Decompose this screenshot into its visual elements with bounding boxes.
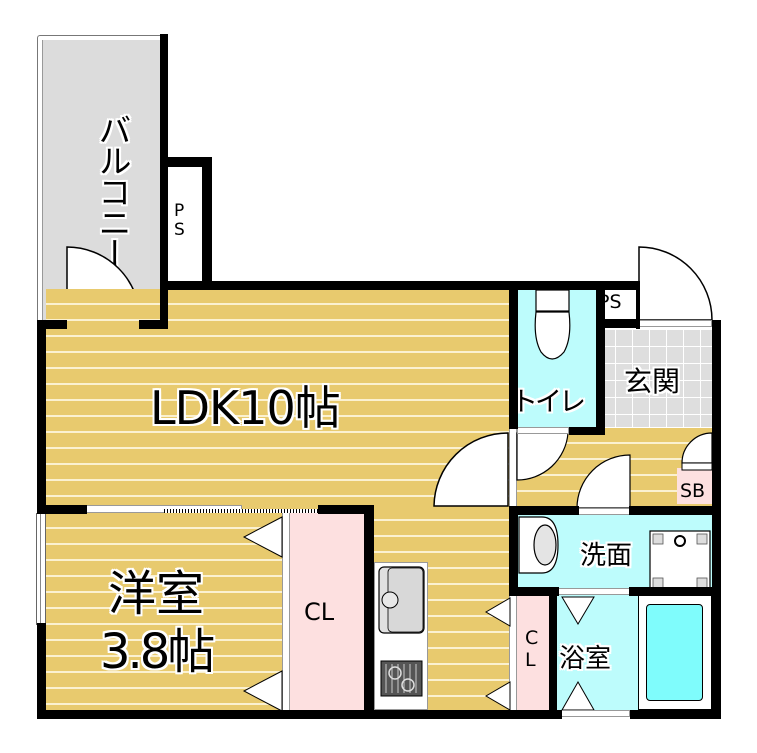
closet-small-area: [517, 594, 549, 710]
ldk-floor: [46, 289, 511, 509]
washroom-door-opening[interactable]: [578, 508, 630, 515]
wall: [712, 320, 721, 719]
wall: [630, 710, 720, 719]
sink-icon: [378, 566, 425, 634]
wall: [636, 281, 640, 329]
entrance-tile: [598, 329, 712, 427]
wall: [37, 320, 46, 514]
washbasin-icon: [518, 516, 559, 574]
kitchen-door-triangles: [482, 596, 512, 712]
toilet-label: トイレ: [511, 387, 586, 418]
wall: [509, 506, 579, 515]
washing-machine-icon: [649, 530, 711, 592]
closet-small-label: CL: [525, 627, 539, 671]
closet-small-door-triangles: [485, 597, 511, 711]
ps-top-area: [168, 165, 206, 281]
washroom-door-swing: [576, 454, 631, 509]
toilet-icon: [534, 289, 571, 360]
closet-main-area: [290, 513, 364, 713]
shoe-box-label: SB: [680, 480, 706, 502]
stove-icon: [380, 660, 423, 697]
balcony-label: バルコニー: [93, 113, 132, 268]
western-room-label-line1: 洋室: [108, 566, 205, 622]
balcony-outline: [37, 35, 165, 323]
bathroom-door-opening-bottom[interactable]: [558, 710, 630, 717]
wall: [509, 281, 518, 429]
western-room-label-line2: 3.8帖: [100, 624, 215, 680]
wall: [364, 505, 374, 719]
window-center-line: [40, 513, 41, 625]
bathtub-icon: [646, 604, 703, 701]
closet-main-door-triangles: [242, 516, 283, 712]
wall: [37, 320, 67, 329]
wall: [160, 34, 168, 326]
entry-door-swing: [638, 246, 713, 321]
toilet-door-opening[interactable]: [517, 427, 569, 434]
closet-main-label: CL: [304, 598, 335, 626]
western-room-window: [36, 513, 46, 625]
bathroom-area: [556, 594, 638, 710]
wall: [509, 506, 518, 596]
wall: [139, 320, 168, 329]
ps-top-label: PS: [174, 201, 185, 240]
bathroom-door-opening-top[interactable]: [558, 588, 630, 595]
entry-door-opening[interactable]: [638, 320, 712, 327]
shoe-box-door-swing: [681, 432, 713, 471]
ps-top-wall-right: [202, 157, 212, 285]
washroom-label: 洗面: [580, 541, 633, 571]
bathroom-door-triangles: [561, 596, 595, 711]
balcony-rail-line: [42, 40, 43, 322]
wall: [598, 319, 640, 328]
wall: [160, 281, 640, 290]
wall: [629, 587, 720, 596]
shoe-box-area: [677, 468, 712, 504]
western-room-sliding-rail: [164, 509, 318, 513]
ldk-label: LDK10帖: [150, 381, 341, 435]
ldk-door-swing: [433, 432, 509, 507]
toilet-door-swing: [516, 432, 569, 481]
wall: [549, 587, 557, 717]
wall: [569, 427, 605, 435]
wall: [37, 505, 87, 514]
wall: [37, 623, 46, 719]
closet-small-door-frame: [509, 594, 517, 710]
wall: [509, 587, 559, 596]
entrance-label: 玄関: [624, 365, 681, 398]
closet-main-door-frame: [282, 513, 290, 713]
wall: [37, 710, 562, 719]
wall: [629, 506, 720, 515]
western-room-floor: [46, 513, 282, 713]
ps-top-wall-top: [164, 157, 212, 167]
wall: [596, 281, 605, 429]
bathroom-label: 浴室: [559, 644, 612, 674]
wall: [318, 505, 374, 514]
